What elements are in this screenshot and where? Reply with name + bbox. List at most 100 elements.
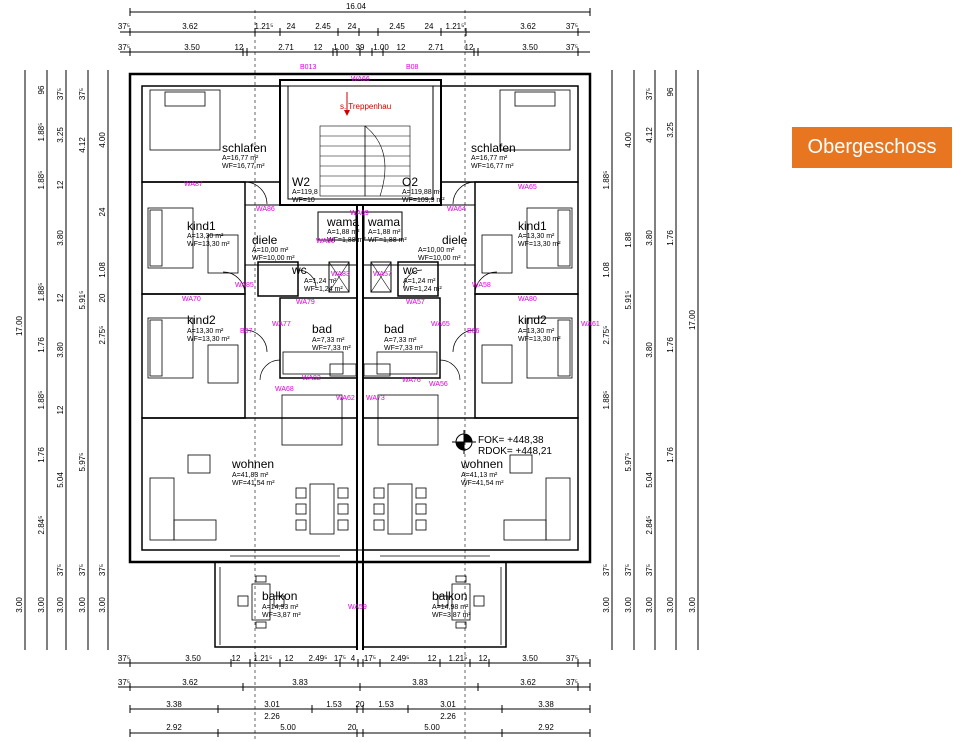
dim: 3.25	[56, 127, 65, 143]
stair-label: s. Treppenhau	[340, 102, 391, 111]
dim: 3.00	[666, 597, 675, 613]
dim: 1.88⁵	[37, 171, 46, 190]
dim: 5.91⁵	[624, 291, 633, 310]
room-wf: WF=1,88 m²	[327, 237, 366, 244]
tag: B06	[467, 328, 480, 335]
dim: 4.00	[98, 132, 107, 148]
element-tags: B013 B08 WA66 WA87 WA65 WA86 WA64 WA69 W…	[182, 64, 600, 611]
room-area: A=1,88 m²	[327, 229, 360, 236]
room-name: O2	[402, 175, 418, 189]
dim: 37⁵	[78, 564, 87, 576]
room-wf: WF=13,30 m²	[518, 241, 561, 248]
dim: 1.88⁵	[602, 171, 611, 190]
room-name: bad	[384, 322, 404, 336]
dim: 12	[285, 654, 294, 663]
room-area: A=13,30 m²	[518, 233, 555, 240]
room-area: A=13,30 m²	[187, 328, 224, 335]
dim: 3.00	[98, 597, 107, 613]
dim: 3.38	[166, 700, 182, 709]
dim: 37⁵	[118, 43, 130, 52]
room-wf: WF=10,00 m²	[418, 255, 461, 262]
dim: 3.00	[688, 597, 697, 613]
dim: 20	[348, 723, 357, 732]
dim: 1.76	[666, 230, 675, 246]
dim: 3.50	[522, 43, 538, 52]
dim: 37⁵	[566, 654, 578, 663]
rdok-label: RDOK= +448,21	[478, 446, 552, 457]
room-area: A=16,77 m²	[471, 155, 508, 162]
dim: 12	[314, 43, 323, 52]
dim: 12	[232, 654, 241, 663]
dim: 24	[425, 22, 434, 31]
dim: 3.38	[538, 700, 554, 709]
dim: 2.84⁵	[645, 516, 654, 535]
dim: 3.01	[440, 700, 456, 709]
tag: WA82	[302, 375, 321, 382]
room-area: A=1,24 m²	[304, 278, 337, 285]
dim: 1.21⁵	[255, 22, 274, 31]
dim: 24	[348, 22, 357, 31]
dim: 39	[356, 43, 365, 52]
room-area: A=13,30 m²	[187, 233, 224, 240]
tag: B013	[300, 64, 316, 71]
dim: 3.00	[37, 597, 46, 613]
room-name: wama	[367, 215, 400, 229]
tag: WA58	[472, 282, 491, 289]
room-area: A=10,00 m²	[418, 247, 455, 254]
dim: 17.00	[688, 309, 697, 330]
room-wf: WF=1,24 m²	[304, 286, 343, 293]
room-area: A=7,33 m²	[312, 337, 345, 344]
room-area: A=119,88 m²	[402, 189, 442, 196]
dim: 2.49⁵	[309, 654, 328, 663]
dim: 5.04	[645, 472, 654, 488]
dim: 1.88⁵	[37, 283, 46, 302]
room-wf: WF=10,00 m²	[252, 255, 295, 262]
room-name: diele	[252, 233, 278, 247]
dim: 2.71	[278, 43, 294, 52]
tag: WA59	[348, 604, 367, 611]
room-name: balkon	[432, 589, 467, 603]
dim: 3.50	[184, 43, 200, 52]
dim: 3.50	[185, 654, 201, 663]
room-area: A=14,93 m²	[262, 604, 299, 611]
dim: 17.00	[15, 315, 24, 336]
dim: 37⁵	[98, 564, 107, 576]
bottom-dims-row1: 37⁵ 3.50 12 1.21⁵ 12 2.49⁵ 17⁵ 4 17⁵ 2.4…	[118, 654, 578, 663]
room-wf: WF=13,30 m²	[187, 241, 230, 248]
dim: 17⁵	[364, 654, 376, 663]
room-wf: WF=41,54 m²	[232, 480, 275, 487]
dim: 5.04	[56, 472, 65, 488]
dim: 1.08	[602, 262, 611, 278]
room-area: A=41,13 m²	[461, 472, 498, 479]
room-wf: WF=3,87 m²	[432, 612, 471, 619]
room-name: kind1	[187, 219, 216, 233]
room-wf: WF=13,30 m²	[187, 336, 230, 343]
tag: WA73	[366, 395, 385, 402]
dim: 4.12	[645, 127, 654, 143]
tag: WA65	[518, 184, 537, 191]
room-name: kind2	[518, 313, 547, 327]
room-name: wc	[291, 263, 307, 277]
dim: 12	[56, 293, 65, 302]
tag: WA66	[351, 76, 370, 83]
tag: WA77	[272, 321, 291, 328]
dim: 12	[428, 654, 437, 663]
room-area: A=10,00 m²	[252, 247, 289, 254]
dim: 20	[356, 700, 365, 709]
dim: 37⁵	[645, 88, 654, 100]
dim: 2.26	[440, 712, 456, 721]
dim: 1.21⁵	[254, 654, 273, 663]
dim: 2.92	[538, 723, 554, 732]
dim: 1.88⁵	[37, 123, 46, 142]
